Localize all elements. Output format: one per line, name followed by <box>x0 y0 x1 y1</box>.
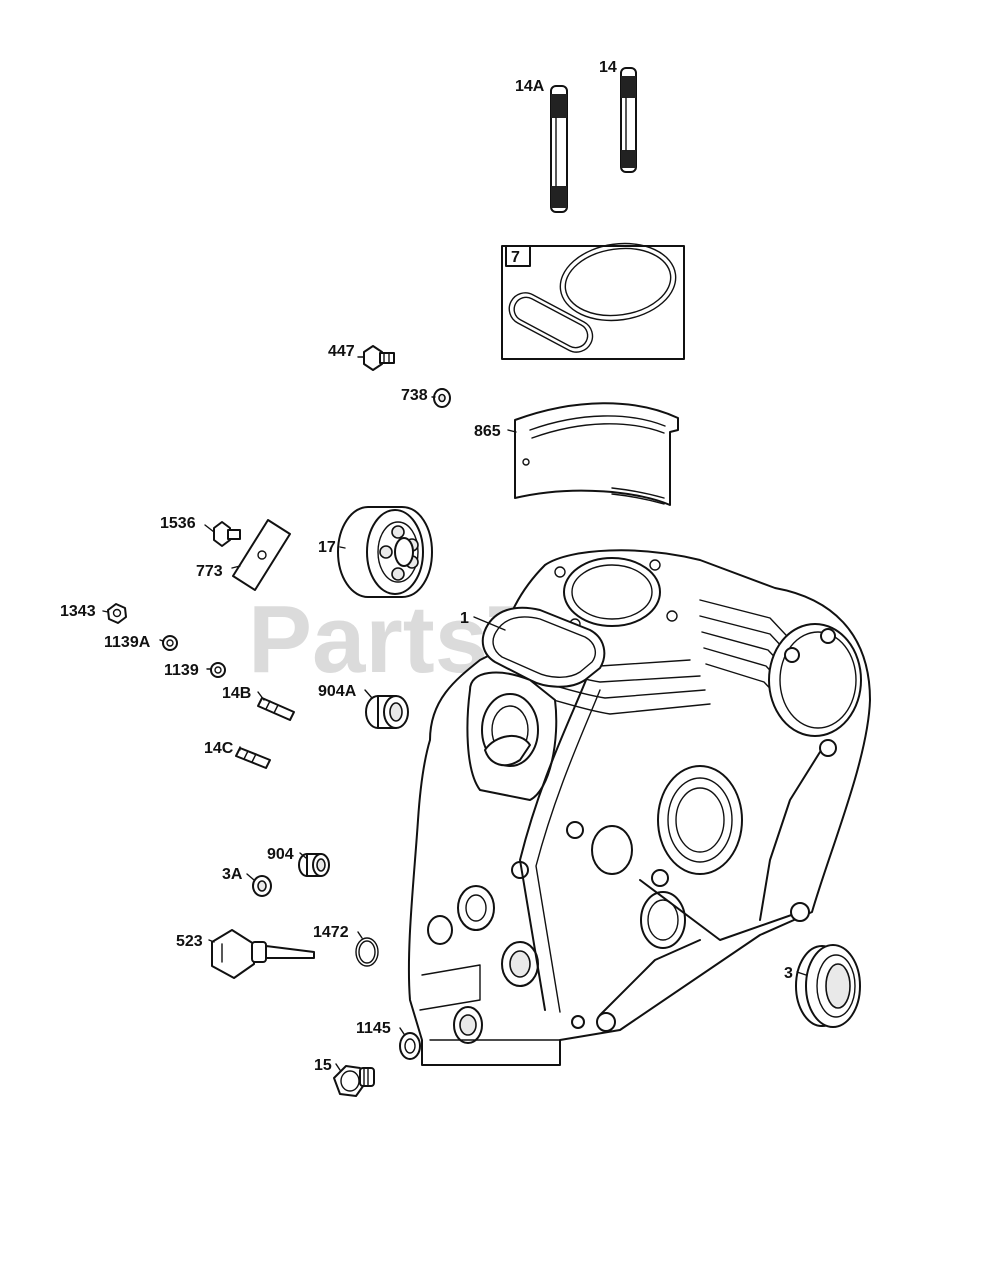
crankcase-1-part[interactable] <box>407 549 871 1066</box>
callout-labels: 14A 14 7 447 738 865 1536 773 17 1 1343 … <box>60 59 793 1074</box>
callout-523: 523 <box>176 933 203 950</box>
callout-1145: 1145 <box>356 1020 391 1037</box>
callout-14b: 14B <box>222 685 251 702</box>
callout-773: 773 <box>196 563 223 580</box>
callout-14c: 14C <box>204 740 234 757</box>
plate-773-part[interactable] <box>232 519 291 591</box>
callout-738: 738 <box>401 387 428 404</box>
bearing-904a-part[interactable] <box>365 695 409 729</box>
washer-1139a-part[interactable] <box>162 635 178 651</box>
shroud-865-part[interactable] <box>514 402 679 506</box>
callout-15: 15 <box>314 1057 332 1074</box>
washer-738-part[interactable] <box>433 388 451 408</box>
pin-14c-part[interactable] <box>235 747 271 769</box>
bearing-904-part[interactable] <box>298 853 330 877</box>
seal-3a-part[interactable] <box>252 875 272 897</box>
bolt-447-part[interactable] <box>363 345 395 371</box>
callout-1536: 1536 <box>160 515 196 532</box>
callout-865: 865 <box>474 423 501 440</box>
seal-3-part[interactable] <box>795 944 861 1028</box>
callout-904: 904 <box>267 846 294 863</box>
washer-1139-part[interactable] <box>210 662 226 678</box>
washer-1145-part[interactable] <box>399 1032 421 1060</box>
bolt-1536-part[interactable] <box>213 521 241 547</box>
callout-904a: 904A <box>318 683 357 700</box>
callout-1472: 1472 <box>313 924 349 941</box>
leader-lines <box>102 356 807 1071</box>
callout-17: 17 <box>318 539 336 556</box>
callout-3a: 3A <box>222 866 243 883</box>
gasket-set-7-part[interactable] <box>501 236 685 360</box>
callout-3: 3 <box>784 965 793 982</box>
callout-1: 1 <box>460 610 469 627</box>
dipstick-523-part[interactable] <box>211 929 315 979</box>
bearing-17-part[interactable] <box>337 506 433 598</box>
pin-14b-part[interactable] <box>257 697 295 721</box>
callout-14a: 14A <box>515 78 545 95</box>
callout-7: 7 <box>511 249 520 266</box>
stud-14-part[interactable] <box>620 67 637 173</box>
nut-1343-part[interactable] <box>107 603 127 624</box>
callout-14: 14 <box>599 59 617 76</box>
callout-447: 447 <box>328 343 355 360</box>
drain-plug-15-part[interactable] <box>333 1065 375 1097</box>
oring-1472-part[interactable] <box>355 937 379 967</box>
callout-1343: 1343 <box>60 603 96 620</box>
stud-14a-part[interactable] <box>550 85 568 213</box>
callout-1139a: 1139A <box>104 634 151 651</box>
callout-1139: 1139 <box>164 662 199 679</box>
